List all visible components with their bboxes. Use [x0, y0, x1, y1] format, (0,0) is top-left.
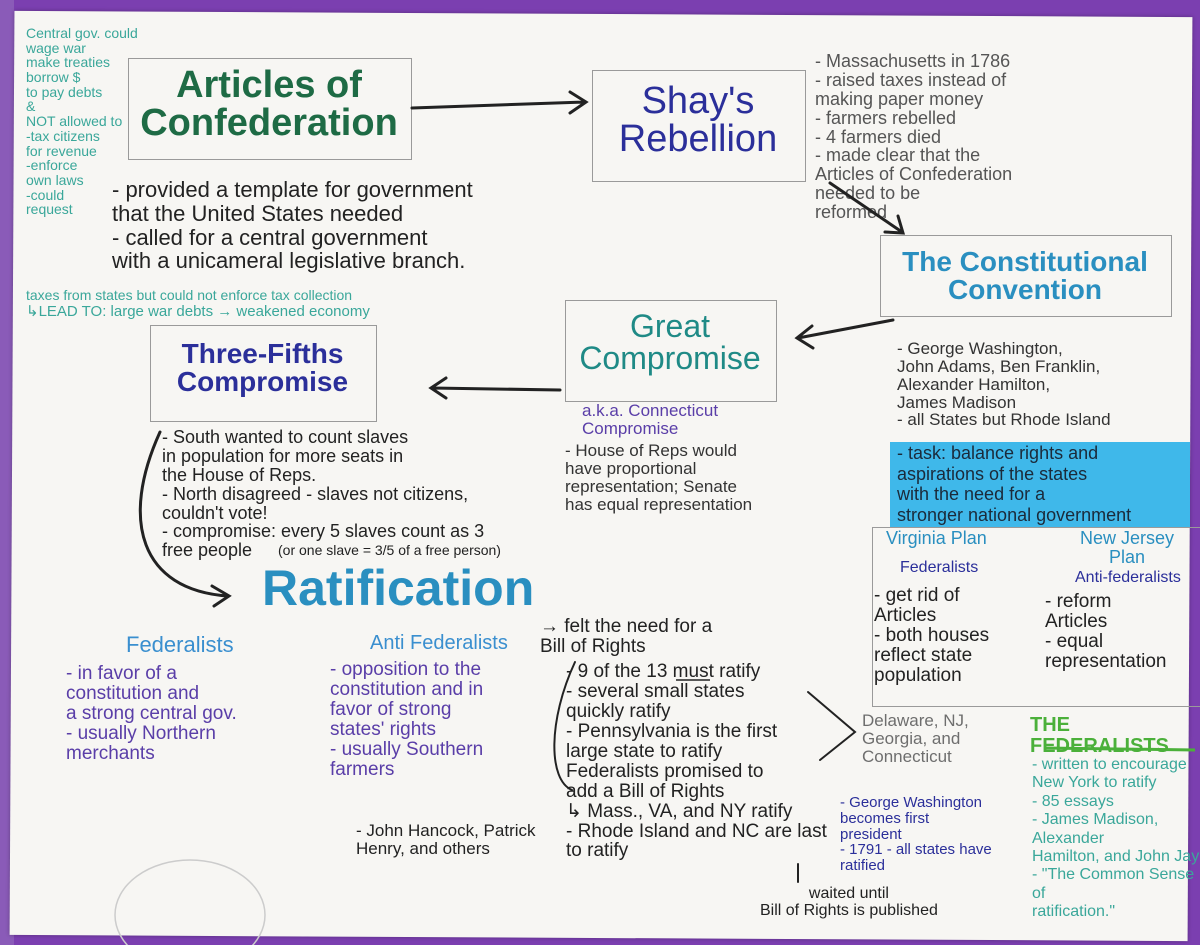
federalist-papers-title: THE FEDERALISTS: [1030, 714, 1169, 757]
new-jersey-plan-title: New Jersey Plan: [1080, 528, 1175, 567]
arrow-three-fifths-to-ratification: [138, 430, 232, 608]
arrow-shays-to-convention: [828, 181, 906, 235]
shays-box: [592, 70, 806, 182]
great-compromise-title: Great Compromise: [579, 308, 761, 376]
articles-side-notes: Central gov. could wage war make treatie…: [26, 25, 138, 218]
articles-tax-note: taxes from states but could not enforce …: [26, 287, 353, 303]
bracket-ratification-steps: [553, 661, 576, 791]
washington-note: - George Washington becomes first presid…: [840, 794, 992, 874]
federalist-papers-notes: - written to encourage New York to ratif…: [1032, 756, 1200, 921]
arrow-convention-to-great: [794, 318, 895, 350]
articles-lead-to: ↳LEAD TO: large war debts → weakened eco…: [26, 303, 370, 320]
waited-note: waited until Bill of Rights is published: [760, 885, 938, 919]
new-jersey-plan-notes: - reform Articles - equal representation: [1045, 591, 1167, 672]
new-jersey-plan-side: Anti-federalists: [1075, 569, 1181, 586]
convention-task: - task: balance rights and aspirations o…: [897, 443, 1132, 526]
small-states-note: Delaware, NJ, Georgia, and Connecticut: [862, 711, 969, 766]
bill-of-rights-need: → felt the need for a Bill of Rights: [540, 616, 713, 657]
anti-federalists-people: - John Hancock, Patrick Henry, and other…: [356, 821, 536, 858]
federalists-underline: [1044, 746, 1196, 752]
anti-federalists-title: Anti Federalists: [370, 632, 508, 654]
shays-notes: - Massachusetts in 1786 - raised taxes i…: [815, 51, 1013, 223]
anti-federalists-notes: - opposition to the constitution and in …: [330, 659, 484, 780]
faint-circle-sketch: [114, 859, 266, 945]
great-compromise-box: [565, 300, 777, 402]
great-compromise-aka: a.k.a. Connecticut Compromise: [582, 401, 719, 438]
three-fifths-box: [150, 325, 377, 422]
arrow-great-to-three-fifths: [428, 376, 562, 400]
three-fifths-title: Three-Fifths Compromise: [176, 338, 349, 397]
federalists-notes: - in favor of a constitution and a stron…: [66, 663, 237, 764]
three-fifths-aside: (or one slave = 3/5 of a free person): [278, 542, 501, 558]
shays-title: Shay's Rebellion: [618, 80, 778, 160]
articles-description: - provided a template for government tha…: [112, 177, 473, 274]
three-fifths-notes: - South wanted to count slaves in popula…: [162, 427, 485, 561]
virginia-plan-notes: - get rid of Articles - both houses refl…: [874, 585, 990, 686]
articles-title: Articles of Confederation: [140, 64, 398, 144]
arrow-articles-to-shays: [410, 90, 589, 115]
virginia-plan-title: Virginia Plan: [886, 528, 987, 548]
ratification-steps: - 9 of the 13 must ratify - several smal…: [566, 661, 827, 862]
convention-title: The Constitutional Convention: [902, 246, 1148, 305]
task-highlight: [890, 442, 1190, 528]
convention-notes: - George Washington, John Adams, Ben Fra…: [897, 339, 1111, 430]
great-compromise-notes: - House of Reps would have proportional …: [565, 441, 753, 514]
virginia-plan-side: Federalists: [900, 559, 979, 576]
federalists-title: Federalists: [126, 632, 234, 657]
bracket-small-states: [807, 691, 857, 761]
plans-box: [872, 527, 1200, 707]
ratification-title: Ratification: [262, 560, 535, 616]
convention-box: [880, 235, 1172, 317]
